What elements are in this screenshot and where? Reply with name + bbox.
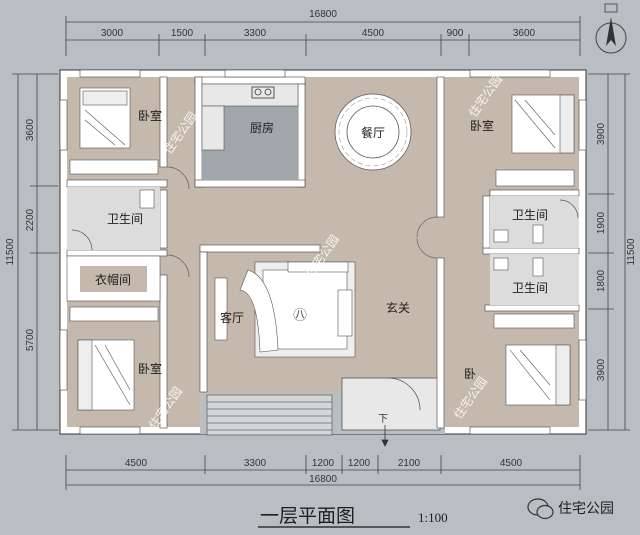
bottom-dim-4: 1200 [348,458,371,469]
bottom-dim-3: 1200 [312,458,335,469]
left-dim-3: 5700 [25,328,36,351]
top-dim-3: 3300 [244,28,267,39]
top-dim-6: 3600 [513,28,536,39]
dining-table [334,93,412,171]
right-dim-4: 3900 [596,358,607,381]
right-dim-2: 1900 [596,211,607,234]
bath-right-fixtures [493,224,544,277]
entry-door-swing [387,377,421,411]
right-dimensions [588,73,630,431]
interior-walls [66,76,580,429]
right-total-dim: 11500 [626,238,637,266]
top-dim-4: 4500 [362,28,385,39]
foyer-label: 玄关 [386,300,410,315]
dining-label: 餐厅 [361,125,385,140]
bedroom-br-label: 卧 [464,367,476,381]
bath-right-door-swing [559,199,579,219]
bed-tl [79,87,131,149]
brand-name: 住宅公园 [558,501,614,517]
bottom-dimensions [65,455,581,490]
entry-arrow-label: 下 [378,414,388,425]
entry-porch [341,377,441,431]
bath-right-2-label: 卫生间 [512,281,548,295]
wardrobe-tl [69,159,159,175]
sofa-set [214,261,356,358]
cloakroom-label: 衣帽间 [95,272,131,287]
bedroom-tl-label: 卧室 [138,108,162,123]
top-dim-2: 1500 [171,28,194,39]
bed-tr [511,94,575,154]
bath-right-1-label: 卫生间 [512,208,548,222]
bed-br [505,344,571,406]
top-dim-5: 900 [447,28,464,39]
top-dimensions [65,16,581,56]
left-dim-1: 3600 [25,118,36,141]
entrance-steps [206,394,333,436]
left-dim-2: 2200 [25,208,36,231]
kitchen-counter-side [201,105,225,151]
north-arrow-icon [595,3,627,54]
bed-bl [77,339,135,411]
bottom-dim-1: 4500 [125,458,148,469]
top-dim-1: 3000 [101,28,124,39]
stove-icon [251,86,275,99]
wechat-icon [527,498,554,520]
door-swings [166,166,438,278]
right-dim-1: 3900 [596,122,607,145]
living-label: 客厅 [220,310,244,325]
bottom-dim-5: 2100 [398,458,421,469]
windows [59,69,587,435]
right-dim-3: 1800 [596,269,607,292]
bedroom-tr-label: 卧室 [470,118,494,133]
left-total-dim: 11500 [5,238,16,266]
bath-door-swing [71,229,93,251]
bottom-dim-6: 4500 [500,458,523,469]
kitchen-counter [201,83,299,107]
plan-scale: 1:100 [418,510,448,525]
tea-table-symbol: ㊇ [293,308,307,324]
left-dimensions [12,73,58,431]
bedroom-bl-label: 卧室 [138,361,162,376]
wardrobe-br [493,313,575,329]
bath-left-label: 卫生间 [107,212,143,226]
bottom-total-dim: 16800 [309,474,337,485]
plan-title: 一层平面图 [260,505,355,527]
toilet-icon [139,189,155,209]
bottom-dim-2: 3300 [244,458,267,469]
wardrobe-bl [69,306,159,322]
cloakroom-floor [80,266,147,292]
wardrobe-tr [495,169,575,187]
kitchen-label: 厨房 [250,120,274,135]
top-total-dim: 16800 [309,9,337,20]
entry-arrow-icon [381,425,389,447]
